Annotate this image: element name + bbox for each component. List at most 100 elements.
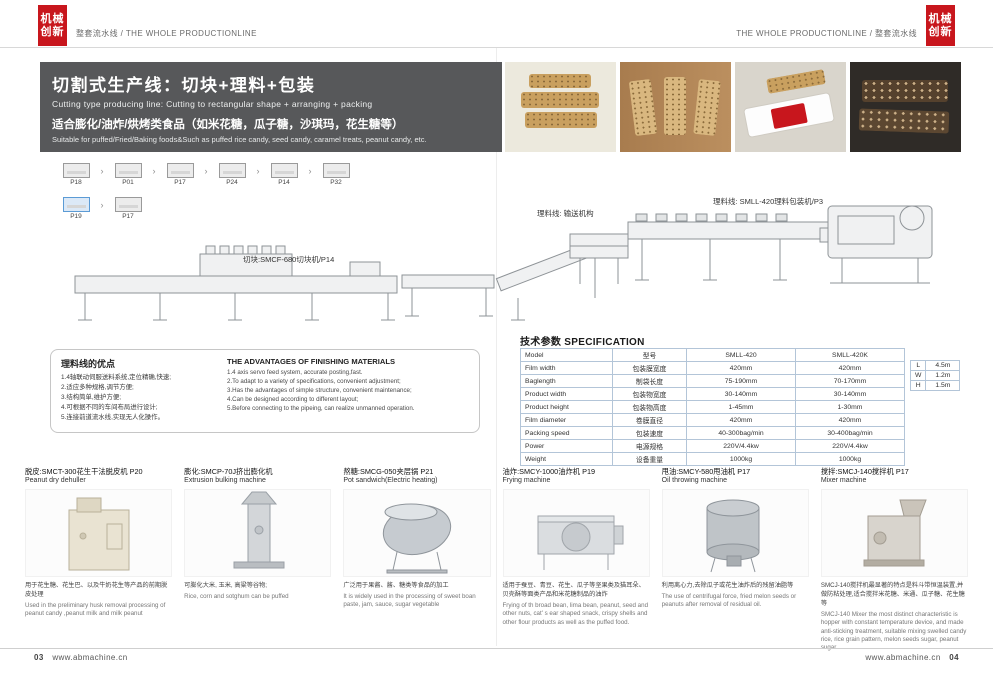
spec-value-2: 30-140mm [795, 387, 905, 401]
oil-thrower-illustration [706, 499, 760, 573]
product-photo-cereal-bars-stacked [505, 62, 616, 152]
advantage-item: 5.连接前道流水线,实现无人化操作。 [61, 413, 164, 421]
machine-desc-cn: 用于花生糖、花生巴、以及牛奶花生等产品的前期脱皮处理 [25, 582, 168, 598]
cereal-bar [521, 92, 599, 108]
cereal-bar [664, 77, 686, 135]
machine-desc-cn: SMCJ-140搅拌机最显著的特点是料斗带恒温装置,并做防粘处理,适合搅拌米花糖… [820, 582, 965, 607]
machine-desc-en: The use of centrifugal force, fried melo… [661, 592, 797, 609]
extruder-illustration [233, 491, 285, 569]
machine-icon [270, 163, 298, 178]
fryer-illustration [537, 515, 624, 570]
spec-name-cn: 包装膜宽度 [612, 361, 687, 375]
spec-table: Model 型号 SMLL-420 SMLL-420K Film width 包… [520, 348, 905, 466]
machine-icon [218, 163, 246, 178]
spec-title: 技术参数 SPECIFICATION [520, 337, 645, 348]
arrow-right-icon [254, 166, 262, 176]
arrow-right-icon [202, 166, 210, 176]
machine-photo [25, 489, 173, 577]
spec-name-cn: 卷膜直径 [612, 413, 687, 427]
spec-value-1: 1-45mm [686, 400, 796, 414]
arrow-right-icon [306, 166, 314, 176]
advantages-cn: 理料线的优点 1.4轴联动伺服送料系统,定位精确,快速; 2.适应多种规格,调节… [61, 357, 213, 425]
spec-value-2: 1000kg [795, 452, 905, 466]
machine-card-extruder: 膨化:SMCP-70J挤出膨化机 Extrusion bulking machi… [184, 467, 332, 653]
page-subtitle-en: Suitable for puffed/Fried/Baking foods&S… [52, 135, 427, 144]
spec-value-2: 420mm [795, 413, 905, 427]
spec-name-cn: 制袋长度 [612, 374, 687, 388]
spec-value-2: 1-30mm [795, 400, 905, 414]
dimension-key: L [909, 360, 927, 371]
spec-name-en: Film diameter [520, 413, 613, 427]
flow-step-highlighted: P19 [58, 197, 94, 220]
advantages-title-en: THE ADVANTAGES OF FINISHING MATERIALS [227, 357, 396, 366]
wrapped-bar [742, 91, 836, 139]
spec-row: Weight 设备重量 1000kg 1000kg [520, 452, 905, 466]
flow-step: P14 [266, 163, 302, 186]
spec-name-en: Product height [520, 400, 613, 414]
machine-icon [166, 163, 194, 178]
dimension-value: 1.2m [925, 370, 961, 381]
spec-row: Film diameter 卷膜直径 420mm 420mm [520, 413, 905, 427]
process-flow-row-2: P19 P17 [58, 197, 146, 220]
machine-card-mixer: 搅拌:SMCJ-140搅拌机 P17 Mixer machine SMCJ-14… [820, 467, 968, 653]
advantages-panel: 理料线的优点 1.4轴联动伺服送料系统,定位精确,快速; 2.适应多种规格,调节… [50, 349, 480, 433]
page-title-en: Cutting type producing line: Cutting to … [52, 99, 373, 109]
spec-value-1: 220V/4.4kw [686, 439, 796, 453]
product-photo-bars-on-wood [620, 62, 731, 152]
dimension-value: 1.5m [925, 380, 961, 391]
machine-desc-en: Used in the preliminary husk removal pro… [25, 601, 166, 618]
machine-card-jacketed-pot: 熬糖:SMCG-050夹层锅 P21 Pot sandwich(Electric… [343, 467, 491, 653]
machine-desc-cn: 广泛用于果酱、酱、糖类等食品的加工 [343, 582, 449, 589]
machine-dimensions-table: L 4.5m W 1.2m H 1.5m [909, 360, 961, 391]
spec-value-2: 220V/4.4kw [795, 439, 905, 453]
cereal-bar [766, 69, 826, 94]
dimension-row: L 4.5m [909, 360, 961, 371]
machine-desc-en: Frying of th broad bean, lima bean, pean… [502, 601, 649, 626]
spec-name-en: Power [520, 439, 613, 453]
spec-name-en: Weight [520, 452, 613, 466]
flow-step-code: P14 [278, 179, 290, 186]
flow-step-code: P17 [122, 213, 134, 220]
nut-bar [858, 108, 950, 134]
machine-title: 油炸:SMCY-1000油炸机 P19 [502, 467, 596, 476]
machine-photo [184, 489, 332, 577]
flow-step: P24 [214, 163, 250, 186]
page-subtitle: 适合膨化/油炸/烘烤类食品（如米花糖，瓜子糖，沙琪玛，花生糖等） [52, 119, 404, 131]
flow-step: P17 [110, 197, 146, 220]
machine-card-oil-thrower: 甩油:SMCY-580甩油机 P17 Oil throwing machine … [661, 467, 809, 653]
spec-name-cn: 包装物高度 [612, 400, 687, 414]
machine-photo [661, 489, 809, 577]
flow-step-code: P19 [70, 213, 82, 220]
spec-name-cn: 包装物宽度 [612, 387, 687, 401]
spec-value-2: SMLL-420K [795, 348, 905, 362]
advantage-item: 2.适应多种规格,调节方便; [61, 383, 134, 391]
page-number-right: 04 [949, 653, 959, 662]
product-photo-nut-bars-dark [850, 62, 961, 152]
advantage-item: 4.Can be designed according to different… [227, 395, 359, 403]
flow-step: P17 [162, 163, 198, 186]
brand-stamp-text: 创新 [928, 25, 953, 38]
nut-bar [862, 80, 948, 102]
advantage-item: 2.To adapt to a variety of specification… [227, 377, 401, 385]
advantage-item: 1.4 axis servo feed system, accurate pos… [227, 369, 363, 376]
dimension-key: W [909, 370, 927, 381]
flow-step-code: P17 [174, 179, 186, 186]
advantages-title-cn: 理料线的优点 [61, 359, 116, 369]
machine-icon [62, 163, 90, 178]
machine-photo [343, 489, 491, 577]
machine-photo [820, 489, 968, 577]
machine-desc-cn: 适用于蚕豆、青豆、花生、瓜子等坚果类及猫耳朵、贝壳酥等面类产品和米花糖制品的油炸 [502, 582, 645, 598]
machine-photo [502, 489, 650, 577]
spec-row: Power 电源规格 220V/4.4kw 220V/4.4kw [520, 439, 905, 453]
machine-card-dehuller: 脱皮:SMCT-300花生干法脱皮机 P20 Peanut dry dehull… [25, 467, 173, 653]
flow-step: P01 [110, 163, 146, 186]
footer-divider [0, 648, 993, 649]
cereal-bar [628, 78, 658, 137]
spec-name-en: Product width [520, 387, 613, 401]
spec-value-2: 70-170mm [795, 374, 905, 388]
spec-value-1: SMLL-420 [686, 348, 796, 362]
brand-stamp-right: 机械 创新 [926, 5, 955, 46]
spec-name-cn: 电源规格 [612, 439, 687, 453]
page-number-left: 03 [34, 653, 44, 662]
